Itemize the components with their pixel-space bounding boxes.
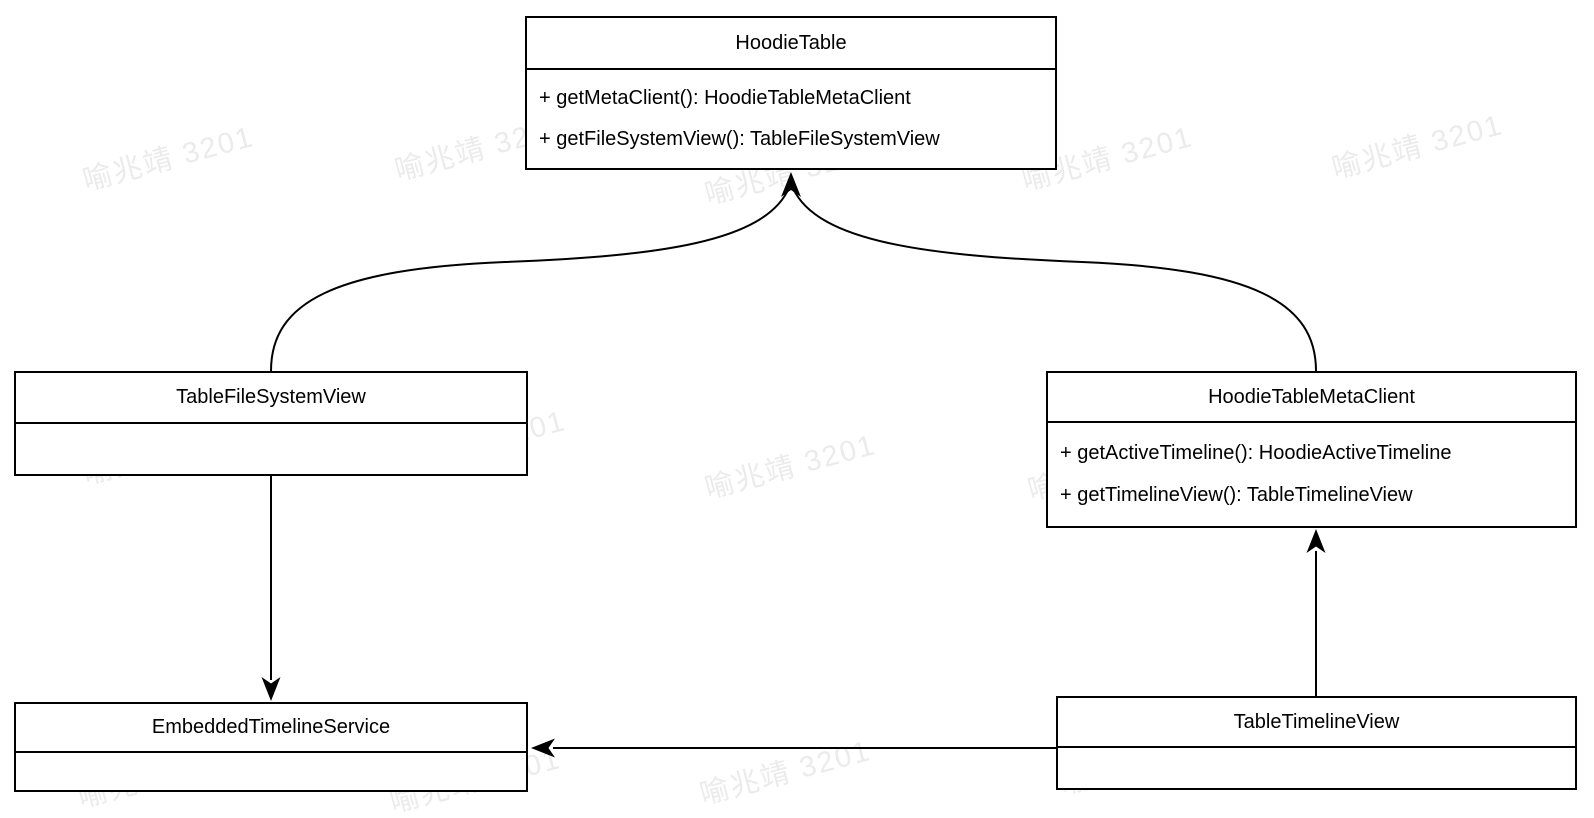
method-get-timeline-view: + getTimelineView(): TableTimelineView	[1060, 484, 1413, 506]
class-embedded-timeline-service: EmbeddedTimelineService	[14, 702, 528, 792]
arrowhead-up-hoodietable	[781, 172, 801, 197]
class-title: HoodieTable	[527, 18, 1055, 70]
class-method-list: + getMetaClient(): HoodieTableMetaClient…	[527, 70, 1055, 168]
method-get-meta-client: + getMetaClient(): HoodieTableMetaClient	[539, 87, 911, 110]
arrowhead-up-hoodietablemetaclient	[1306, 529, 1326, 553]
class-table-file-system-view: TableFileSystemView	[14, 371, 528, 476]
arrowhead-left-embeddedtimelineservice	[531, 738, 555, 758]
edge-hoodietablemetaclient-to-hoodietable	[792, 187, 1317, 372]
class-table-timeline-view: TableTimelineView	[1056, 696, 1577, 790]
class-method-list	[16, 424, 526, 474]
class-title: HoodieTableMetaClient	[1048, 373, 1575, 423]
class-title: EmbeddedTimelineService	[16, 704, 526, 753]
edge-tablefilesystemview-to-hoodietable	[270, 187, 790, 372]
class-title: TableTimelineView	[1058, 698, 1575, 748]
class-method-list	[1058, 748, 1575, 788]
class-title: TableFileSystemView	[16, 373, 526, 424]
method-get-file-system-view: + getFileSystemView(): TableFileSystemVi…	[539, 127, 940, 150]
class-hoodie-table-meta-client: HoodieTableMetaClient + getActiveTimelin…	[1046, 371, 1577, 528]
class-method-list: + getActiveTimeline(): HoodieActiveTimel…	[1048, 423, 1575, 526]
class-hoodie-table: HoodieTable + getMetaClient(): HoodieTab…	[525, 16, 1057, 170]
method-get-active-timeline: + getActiveTimeline(): HoodieActiveTimel…	[1060, 442, 1452, 464]
class-method-list	[16, 753, 526, 790]
arrowhead-down-embeddedtimelineservice	[261, 677, 281, 701]
